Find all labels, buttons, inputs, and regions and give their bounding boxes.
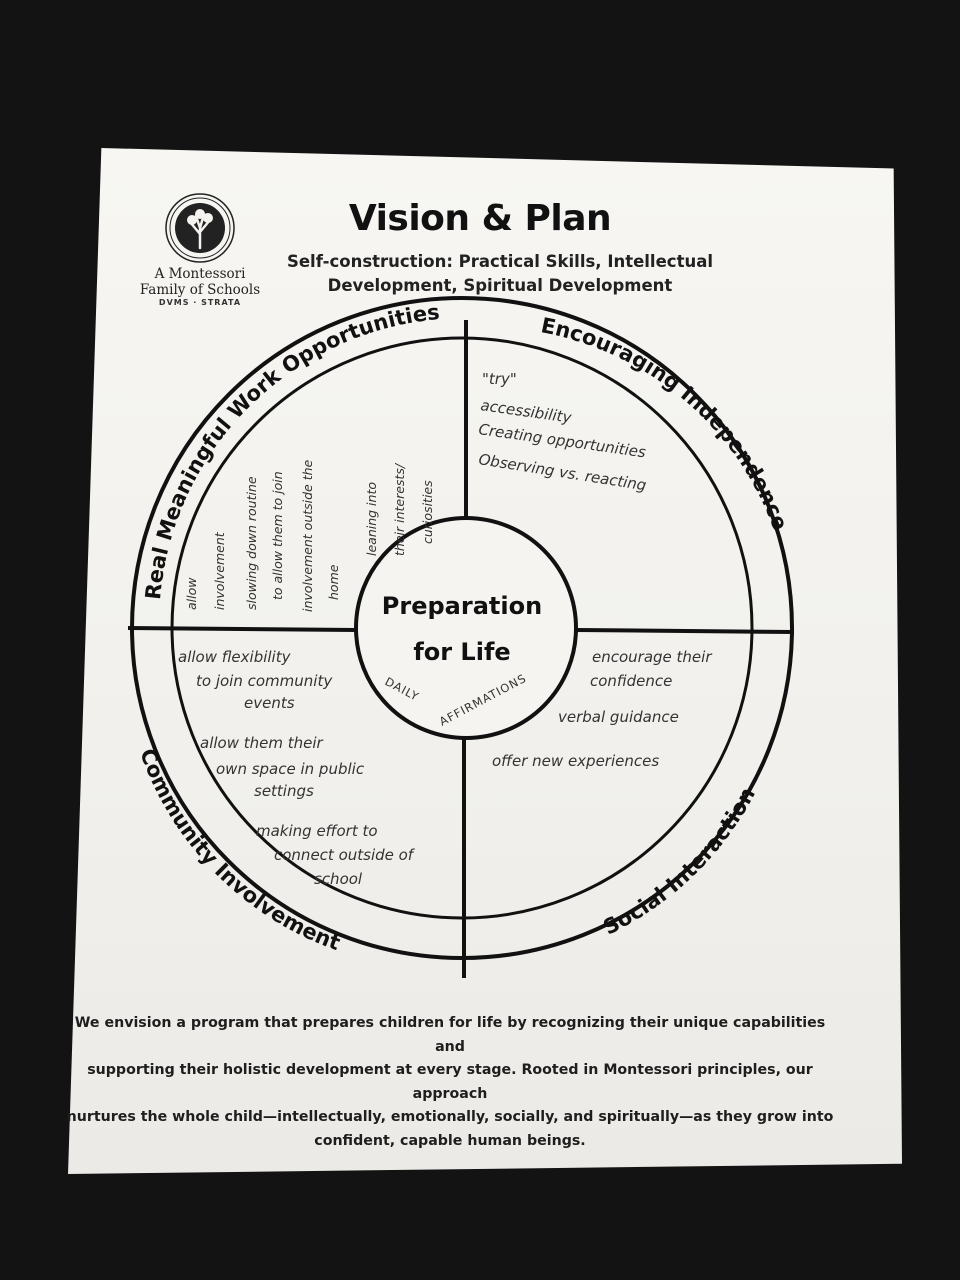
- note-tl-2: involvement: [212, 531, 227, 610]
- school-logo: A Montessori Family of Schools DVMS · ST…: [130, 190, 270, 307]
- divider-right: [575, 628, 795, 634]
- notes-top-right: "try" accessibility Creating opportuniti…: [477, 370, 647, 494]
- note-bl-3: events: [244, 694, 295, 712]
- logo-line-3: DVMS · STRATA: [158, 298, 242, 307]
- note-bl-2: to join community: [196, 672, 333, 690]
- logo-line-2: Family of Schools: [139, 282, 261, 298]
- vision-line-1: We envision a program that prepares chil…: [74, 1015, 826, 1055]
- vision-statement: We envision a program that prepares chil…: [60, 1012, 840, 1153]
- notes-bottom-left: allow flexibility to join community even…: [178, 648, 416, 888]
- note-bl-7: making effort to: [256, 822, 378, 840]
- note-tl-7: leaning into: [364, 482, 379, 556]
- note-br-2: confidence: [590, 672, 672, 690]
- note-br-1: encourage their: [592, 648, 712, 666]
- notes-bottom-right: encourage their confidence verbal guidan…: [492, 648, 712, 770]
- note-br-4: offer new experiences: [492, 752, 659, 770]
- notes-top-left: allow involvement slowing down routine t…: [184, 459, 435, 612]
- center-title-line-1: Preparation: [382, 592, 542, 620]
- note-bl-5: own space in public: [216, 760, 365, 778]
- note-bl-4: allow them their: [200, 734, 324, 752]
- center-title-line-2: for Life: [413, 638, 510, 666]
- note-bl-9: school: [314, 870, 363, 888]
- tree-logo-icon: [165, 193, 235, 263]
- note-tl-1: allow: [184, 577, 199, 610]
- subtitle-line-1: Self-construction: Practical Skills, Int…: [286, 252, 713, 271]
- note-br-3: verbal guidance: [558, 708, 679, 726]
- logo-line-1: A Montessori: [154, 266, 246, 282]
- note-tl-6: home: [326, 564, 341, 600]
- note-tl-3: slowing down routine: [244, 476, 259, 610]
- note-bl-8: connect outside of: [274, 846, 416, 864]
- note-bl-1: allow flexibility: [178, 648, 292, 666]
- page-title: Vision & Plan: [348, 198, 612, 239]
- divider-left: [127, 626, 357, 632]
- vision-line-3: nurtures the whole child—intellectually,…: [66, 1109, 834, 1125]
- note-tl-5: involvement outside the: [300, 459, 315, 612]
- note-tl-9: curiosities: [420, 480, 435, 544]
- vision-line-4: confident, capable human beings.: [314, 1132, 586, 1149]
- vision-line-2: supporting their holistic development at…: [87, 1062, 813, 1102]
- page-subtitle: Self-construction: Practical Skills, Int…: [270, 250, 730, 298]
- note-tl-4: to allow them to join: [270, 471, 285, 600]
- quadrant-title-bottom-right: Social Interaction: [599, 783, 759, 939]
- note-tl-8: their interests/: [392, 462, 407, 556]
- note-tr-1: "try": [482, 370, 517, 388]
- note-bl-6: settings: [254, 782, 314, 800]
- subtitle-line-2: Development, Spiritual Development: [327, 276, 673, 295]
